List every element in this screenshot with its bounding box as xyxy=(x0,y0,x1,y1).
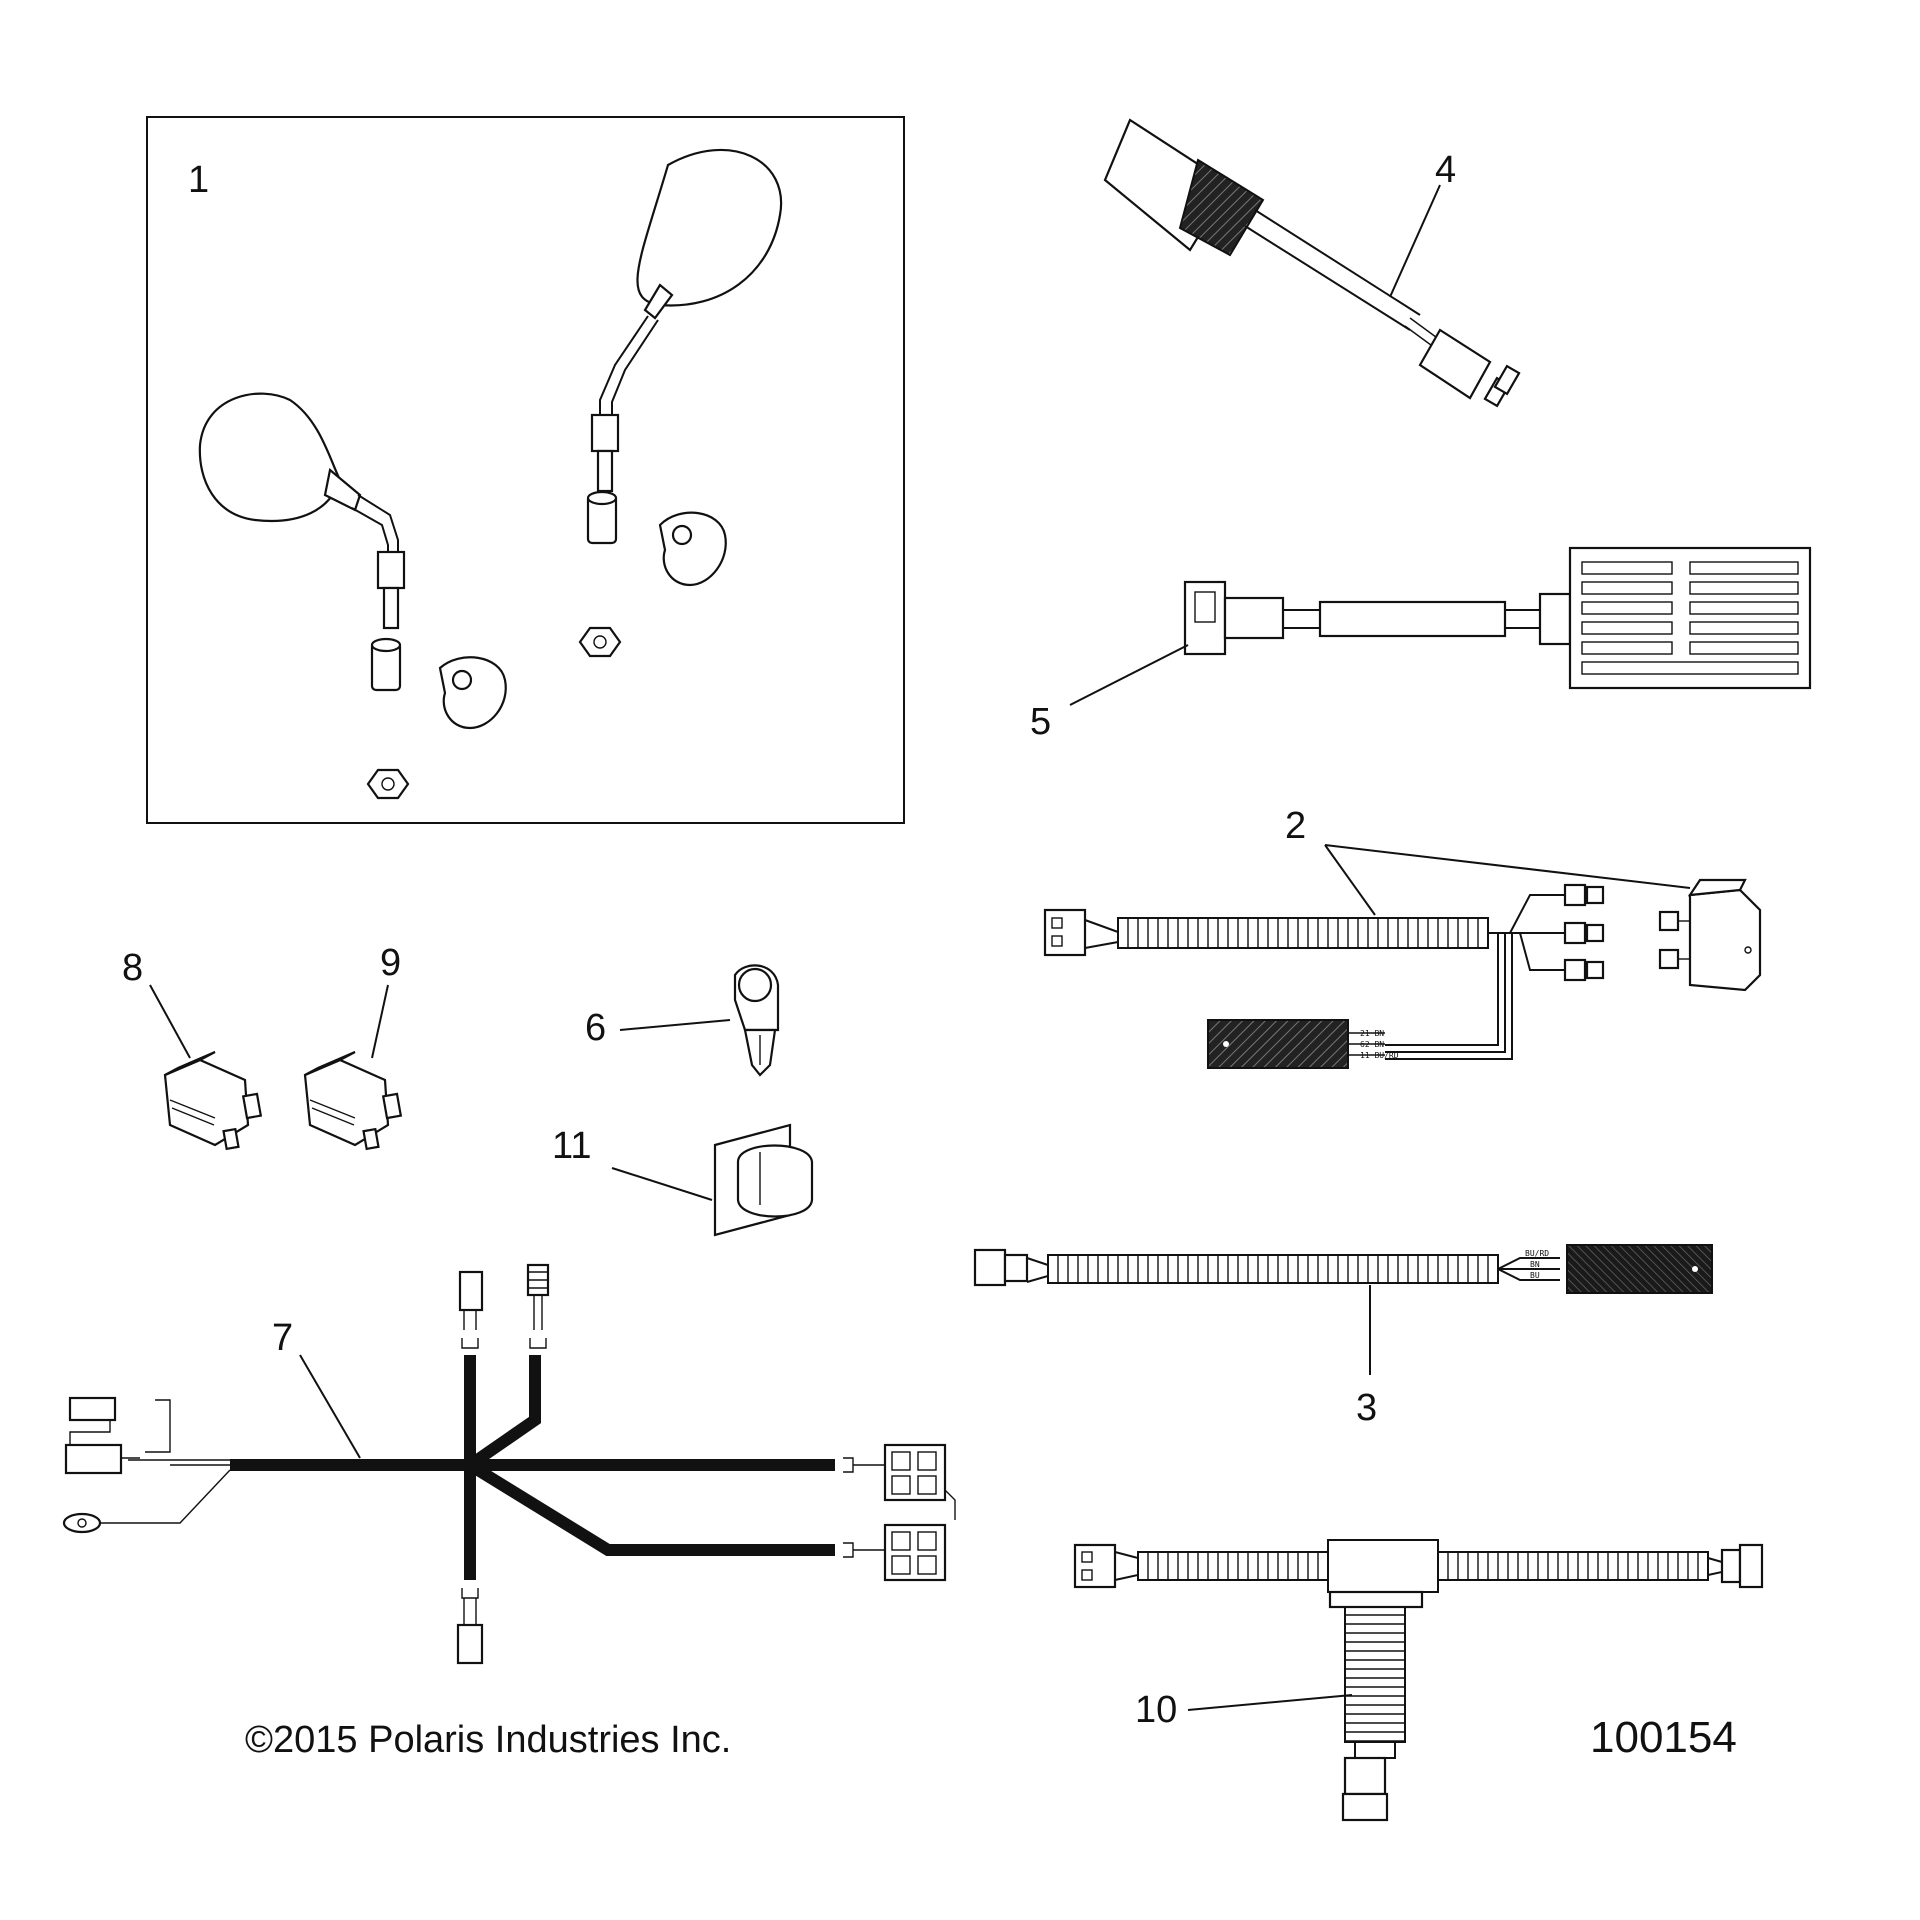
item-11-clip: 11 xyxy=(552,1123,814,1237)
item-3-wire-label-3: BU xyxy=(1530,1271,1540,1280)
item-2-wire-label-3: 11 BU/RD xyxy=(1360,1051,1399,1060)
item-2-conduit xyxy=(1117,917,1489,949)
item-3-wire-label-2: BN xyxy=(1530,1260,1540,1269)
hardware-left xyxy=(366,637,507,800)
item-7-relays xyxy=(843,1443,956,1582)
callout-8: 8 xyxy=(122,947,143,989)
mirror-left xyxy=(198,392,406,630)
item-6-key: 6 xyxy=(585,964,780,1077)
mirror-kit-frame xyxy=(146,116,905,824)
item-10-conduit-down xyxy=(1344,1591,1406,1743)
item-3-label xyxy=(1566,1244,1713,1294)
callout-1: 1 xyxy=(188,159,209,201)
mirror-right xyxy=(590,148,783,493)
item-2-harness: 21 BN 62 BN 11 BU/RD 2 xyxy=(1043,805,1762,1069)
item-10-harness: 10 xyxy=(1073,1539,1764,1822)
callout-5: 5 xyxy=(1030,701,1051,743)
item-10-conduit-left xyxy=(1137,1551,1329,1581)
callout-4: 4 xyxy=(1435,149,1456,191)
item-7-bottom-connector xyxy=(456,1588,484,1665)
hardware-right xyxy=(578,490,727,658)
callout-11: 11 xyxy=(552,1125,591,1167)
item-7-harness: 7 xyxy=(62,1263,956,1665)
callout-2: 2 xyxy=(1285,805,1306,847)
item-3-conduit xyxy=(1047,1254,1499,1284)
item-2-wire-label-2: 62 BN xyxy=(1360,1040,1384,1049)
callout-6: 6 xyxy=(585,1007,606,1049)
mirror-kit-group: 1 xyxy=(146,116,905,824)
item-7-left-terminals xyxy=(62,1396,231,1534)
item-2-wire-label-1: 21 BN xyxy=(1360,1029,1384,1038)
item-3-harness: BU/RD BN BU 3 xyxy=(973,1244,1713,1429)
callout-9: 9 xyxy=(380,942,401,984)
item-10-tail xyxy=(1354,1741,1396,1759)
item-7-top-connectors xyxy=(458,1263,550,1349)
item-4-band xyxy=(1178,158,1265,257)
item-3-wire-label-1: BU/RD xyxy=(1525,1249,1549,1258)
item-2-label xyxy=(1207,1019,1349,1069)
item-2-switch xyxy=(1658,878,1762,992)
callout-10: 10 xyxy=(1135,1689,1177,1731)
item-10-junction xyxy=(1327,1539,1439,1593)
item-5-connector: 5 xyxy=(1030,546,1812,743)
copyright-text: ©2015 Polaris Industries Inc. xyxy=(245,1719,731,1761)
item-8-switch: 8 xyxy=(122,947,263,1151)
diagram-number: 100154 xyxy=(1590,1713,1737,1762)
item-9-switch: 9 xyxy=(303,942,403,1151)
callout-3: 3 xyxy=(1356,1387,1377,1429)
callout-7: 7 xyxy=(272,1317,293,1359)
item-10-conduit-right xyxy=(1437,1551,1709,1581)
item-4-cable: 4 xyxy=(1103,118,1521,408)
